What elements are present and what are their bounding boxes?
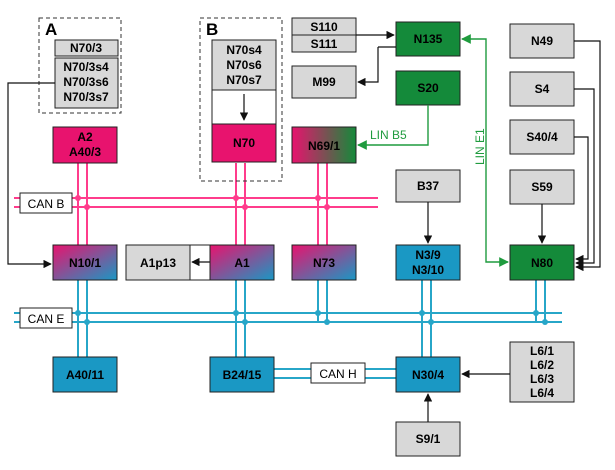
n69-1-node [291, 126, 357, 164]
l6-4-label: L6/4 [530, 386, 554, 400]
can-e-label: CAN E [28, 312, 65, 326]
n70-3s4-label: N70/3s4 [63, 60, 109, 74]
n49-node [509, 23, 575, 59]
n135-label: N135 [414, 32, 443, 46]
s9-1-label: S9/1 [416, 432, 441, 446]
a1p13-label: A1p13 [140, 256, 176, 270]
l6-3-label: L6/3 [530, 372, 554, 386]
n70-3s6-label: N70/3s6 [63, 75, 109, 89]
n73-node [291, 244, 357, 281]
m99-node [291, 65, 357, 99]
s20-label: S20 [417, 81, 439, 95]
n30-4-label: N30/4 [412, 368, 444, 382]
a1-node [209, 244, 275, 281]
n70-3-switches [54, 57, 119, 109]
group-a-tag: A [45, 20, 57, 39]
n3-10-label: N3/10 [412, 263, 444, 277]
a2-node [52, 126, 118, 164]
n70-switches [211, 39, 277, 91]
can-b-label: CAN B [28, 197, 65, 211]
n3-9-label: N3/9 [415, 248, 441, 262]
n49-to-n80-link [574, 40, 601, 272]
n70s4-label: N70s4 [226, 43, 262, 57]
a1-label: A1 [234, 256, 250, 270]
lin-b5-link [357, 105, 429, 150]
n70-3s7-label: N70/3s7 [63, 90, 109, 104]
s110-label: S110 [310, 20, 338, 34]
can-h-label-box [310, 362, 366, 384]
n73-label: N73 [313, 256, 335, 270]
group-b-tag: B [206, 20, 218, 39]
a40-3-label: A40/3 [69, 145, 101, 159]
n80-label: N80 [531, 256, 553, 270]
right-column-links [537, 40, 601, 272]
n135-to-m99-link [357, 47, 379, 87]
b24-15-label: B24/15 [223, 368, 262, 382]
group-a-to-n10-1-link [7, 82, 55, 269]
can-h-label: CAN H [319, 367, 356, 381]
can-e-bus [14, 279, 562, 357]
group-b-frame [199, 17, 283, 182]
b24-15-node [209, 356, 275, 393]
l6-1-label: L6/1 [530, 344, 554, 358]
can-e-junctions [75, 310, 548, 325]
n3-9-node [395, 244, 461, 281]
n49-label: N49 [531, 34, 553, 48]
s59-node [509, 169, 575, 205]
can-b-label-box [19, 192, 73, 214]
n10-1-label: N10/1 [69, 256, 101, 270]
n30-4-node [395, 356, 461, 393]
s111-label: S111 [311, 37, 338, 51]
s40-4-node [509, 119, 575, 155]
n70-3-header-label: N70/3 [70, 41, 102, 55]
n70s6-label: N70s6 [226, 58, 262, 72]
b37-label: B37 [417, 179, 439, 193]
n70s7-label: N70s7 [226, 73, 262, 87]
m99-label: M99 [312, 75, 336, 89]
lin-e1-link [461, 34, 509, 267]
n70-label: N70 [233, 136, 255, 150]
l6-2-label: L6/2 [530, 358, 554, 372]
group-a-frame [38, 17, 122, 114]
n69-1-label: N69/1 [308, 139, 340, 153]
a2-label: A2 [77, 130, 93, 144]
lin-b5-label: LIN B5 [370, 128, 407, 142]
can-b-junctions [75, 195, 330, 210]
lin-e1-label: LIN E1 [473, 128, 487, 165]
n70-3-header [54, 39, 119, 57]
l6-node [509, 341, 575, 403]
n10-1-node [52, 244, 118, 281]
a40-11-node [52, 356, 118, 393]
n70-node [211, 123, 277, 163]
s59-label: S59 [531, 180, 553, 194]
n80-node [509, 244, 575, 281]
s4-to-n80-link [574, 88, 595, 268]
can-e-label-box [19, 307, 73, 329]
s40-4-to-n80-link [574, 136, 589, 264]
n135-node [395, 21, 461, 57]
s40-4-label: S40/4 [526, 130, 558, 144]
s4-label: S4 [535, 82, 550, 96]
a40-11-label: A40/11 [66, 368, 104, 382]
a1p13-node [125, 244, 191, 281]
